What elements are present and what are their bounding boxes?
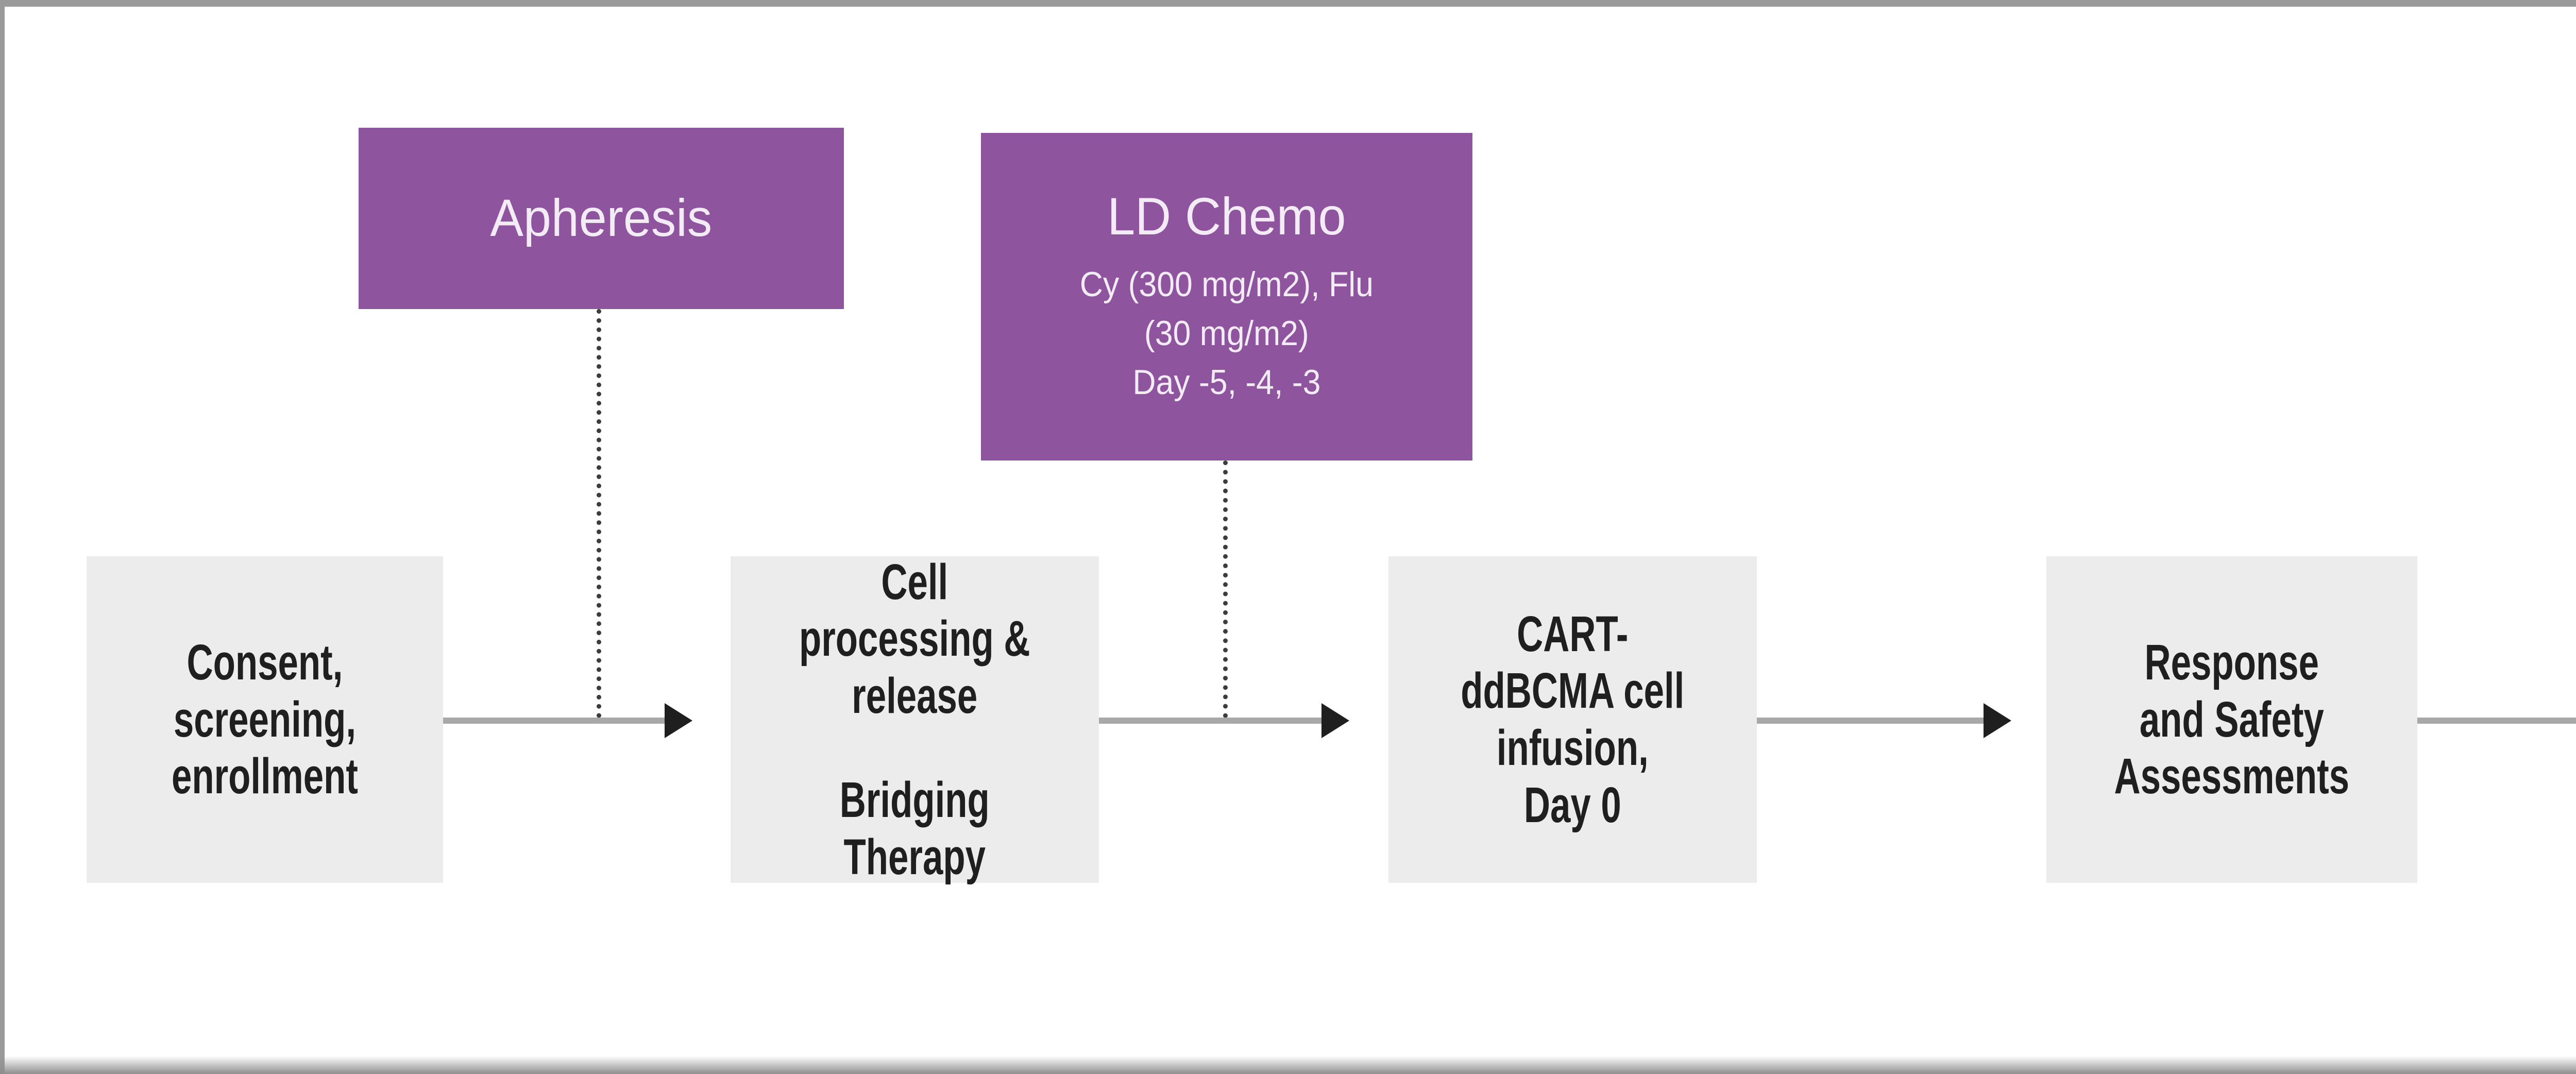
arrow-right-icon — [665, 703, 692, 738]
arrow-right-icon — [1321, 703, 1349, 738]
arrow-right-icon — [1984, 703, 2011, 738]
flow-box-cell-processing: Cell processing & release Bridging Thera… — [731, 554, 1099, 886]
ld-chemo-detail-line: (30 mg/m2) — [1144, 314, 1309, 353]
arrow-shaft-4 — [2417, 718, 2576, 724]
text-line: and Safety — [2139, 691, 2325, 747]
flow-box-assessments: Response and Safety Assessments — [2046, 556, 2417, 883]
flow-box-assessments-text: Response and Safety Assessments — [2114, 634, 2350, 805]
text-line: Response — [2144, 634, 2319, 691]
text-line: Consent, — [187, 634, 343, 691]
text-line: ddBCMA cell — [1461, 662, 1685, 719]
arrow-shaft-2 — [1099, 718, 1323, 724]
text-line: processing & — [799, 610, 1030, 667]
text-line: release — [852, 667, 978, 724]
text-line: Bridging — [839, 772, 990, 828]
apheresis-label: Apheresis — [490, 189, 713, 248]
ld-chemo-label: LD Chemo — [1107, 186, 1346, 246]
ld-chemo-dotted-connector — [1223, 461, 1228, 718]
ld-chemo-box: LD Chemo Cy (300 mg/m2), Flu (30 mg/m2) … — [981, 133, 1472, 461]
arrow-shaft-3 — [1757, 718, 1985, 724]
flow-box-cell-processing-text: Cell processing & release Bridging Thera… — [799, 554, 1030, 886]
text-gap — [799, 724, 1030, 772]
text-line: Therapy — [843, 828, 986, 885]
flow-box-consent-text: Consent, screening, enrollment — [172, 634, 358, 805]
text-line: Day 0 — [1524, 776, 1621, 833]
ld-chemo-detail-line: Day -5, -4, -3 — [1132, 363, 1321, 402]
text-line: screening, — [173, 691, 357, 747]
text-line: Assessments — [2114, 748, 2350, 805]
text-line: CART- — [1517, 605, 1629, 662]
flow-box-consent: Consent, screening, enrollment — [87, 556, 443, 883]
flow-box-infusion: CART- ddBCMA cell infusion, Day 0 — [1388, 556, 1757, 883]
ld-chemo-detail-line: Cy (300 mg/m2), Flu — [1079, 264, 1374, 304]
apheresis-box: Apheresis — [359, 128, 844, 309]
arrow-shaft-1 — [443, 718, 666, 724]
text-line: Cell — [881, 553, 948, 610]
text-line: enrollment — [172, 748, 358, 805]
apheresis-dotted-connector — [597, 309, 601, 718]
bottom-shadow-band — [0, 1056, 2576, 1074]
text-line: infusion, — [1496, 720, 1649, 776]
flow-box-infusion-text: CART- ddBCMA cell infusion, Day 0 — [1461, 606, 1684, 833]
ld-chemo-details: Cy (300 mg/m2), Flu (30 mg/m2) Day -5, -… — [1080, 260, 1374, 407]
